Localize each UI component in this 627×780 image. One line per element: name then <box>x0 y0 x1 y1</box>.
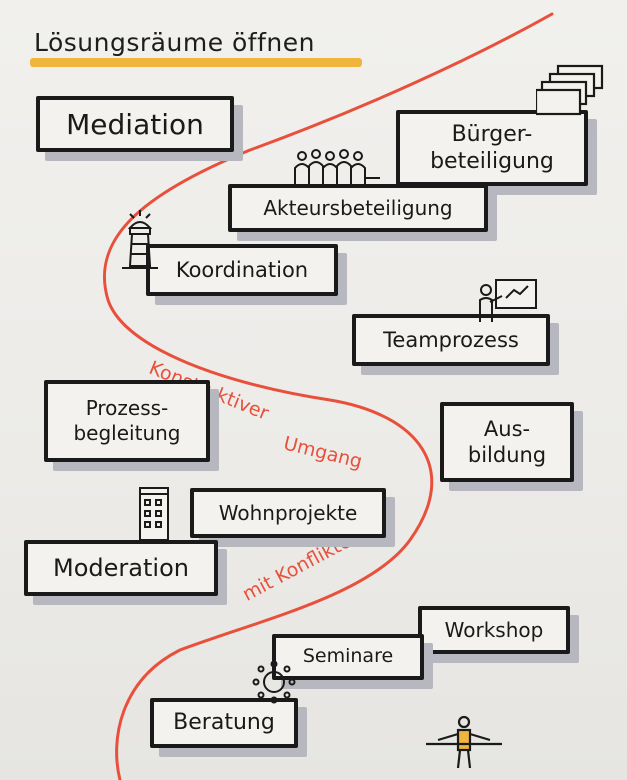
presenter-board-icon <box>479 279 537 322</box>
box-buergerbeteiligung: Bürger- beteiligung <box>396 110 588 186</box>
page-title: Lösungsräume öffnen <box>34 28 315 57</box>
box-beratung: Beratung <box>150 698 298 748</box>
box-wohnprojekte-label: Wohnprojekte <box>218 500 358 525</box>
people-group-icon <box>294 149 380 184</box>
box-mediation-label: Mediation <box>66 107 204 141</box>
box-prozessbegleitung: Prozess- begleitung <box>44 380 210 462</box>
box-prozessbegleitung-label: Prozess- begleitung <box>73 396 181 445</box>
box-koordination-label: Koordination <box>175 257 309 282</box>
box-moderation-label: Moderation <box>53 554 189 582</box>
box-ausbildung: Aus- bildung <box>440 402 574 482</box>
box-seminare-label: Seminare <box>302 645 394 668</box>
box-ausbildung-label: Aus- bildung <box>467 416 547 467</box>
box-mediation: Mediation <box>36 96 234 152</box>
box-workshop: Workshop <box>418 606 570 654</box>
box-teamprozess-label: Teamprozess <box>383 327 519 352</box>
box-akteursbeteiligung-label: Akteursbeteiligung <box>263 195 453 220</box>
box-beratung-label: Beratung <box>173 710 275 736</box>
documents-icon <box>536 64 604 116</box>
box-buergerbeteiligung-label: Bürger- beteiligung <box>430 121 554 175</box>
box-akteursbeteiligung: Akteursbeteiligung <box>228 184 488 232</box>
person-figure-icon <box>426 715 502 769</box>
sun-icon <box>252 660 296 704</box>
box-seminare: Seminare <box>272 634 424 680</box>
apartment-tower-icon <box>139 487 169 541</box>
box-workshop-label: Workshop <box>444 617 544 642</box>
title-underline <box>30 58 362 67</box>
box-moderation: Moderation <box>24 540 218 596</box>
box-teamprozess: Teamprozess <box>352 314 550 366</box>
lighthouse-icon <box>122 210 158 269</box>
box-wohnprojekte: Wohnprojekte <box>190 488 386 538</box>
box-koordination: Koordination <box>146 244 338 296</box>
